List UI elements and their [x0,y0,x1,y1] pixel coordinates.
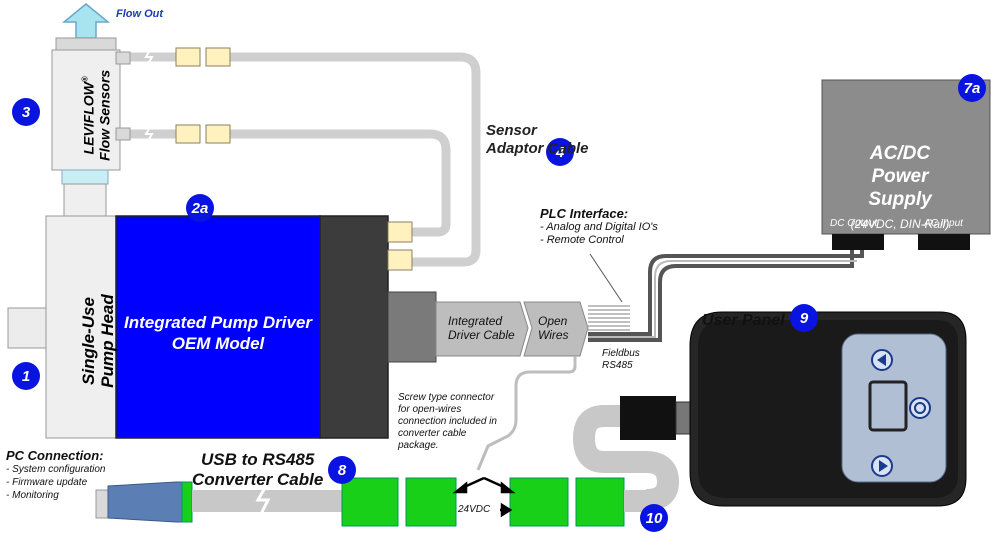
integrated-driver-cable [387,291,589,363]
leviflow-label: LEVIFLOW® Flow Sensors [80,69,113,161]
power-supply-label: AC/DC Power Supply (24VDC, DIN-Rail) [850,143,950,231]
fieldbus-label: Fieldbus RS485 [602,348,640,371]
sensor-adaptor-cables [230,52,481,267]
sensor-cable-stubs [130,52,176,139]
converter-arrows [452,476,516,518]
user-panel-cable [573,405,679,511]
ac-input-label: AC Input [924,218,963,229]
flow-out-arrow [61,3,111,39]
flow-out-label: Flow Out [116,8,164,20]
integrated-driver-cable-label: Integrated Driver Cable [448,314,515,342]
badge-8: 8 [328,456,356,484]
screw-connector-note: Screw type connector for open-wires conn… [398,392,497,451]
plc-wires [588,305,630,331]
badge-10: 10 [640,504,668,532]
cable-break-marks [144,49,154,142]
open-wires-label: Open Wires [538,314,569,342]
usb-converter-label: USB to RS485 Converter Cable [192,450,324,489]
sensor-adaptor-cable-label: Sensor Adaptor Cable [486,122,589,157]
sensor-connectors [175,47,231,144]
flow-sensor-body [51,37,131,217]
user-panel [620,311,967,507]
plc-pointer-line [589,253,623,303]
badge-2a: 2a [186,194,214,222]
badge-1: 1 [12,362,40,390]
badge-7a: 7a [958,74,986,102]
badge-9: 9 [790,304,818,332]
badge-3: 3 [12,98,40,126]
dc-power-wires [588,250,864,342]
24vdc-label: 24VDC [458,504,491,515]
plc-interface-label: PLC Interface: - Analog and Digital IO's… [540,206,658,246]
pump-driver [115,215,389,439]
pump-driver-label: Integrated Pump Driver OEM Model [124,313,312,353]
user-panel-label: User Panel [702,312,785,329]
badge-4: 4 [546,138,574,166]
fieldbus-wire [476,356,577,471]
pc-connection-label: PC Connection: - System configuration - … [6,448,106,501]
pump-head [7,215,117,439]
pump-head-label: Single-Use Pump Head [79,294,117,388]
driver-sensor-ports [387,221,413,271]
dc-output-label: DC Output [830,218,878,229]
usb-converter-cable [95,477,646,527]
power-supply [821,79,991,250]
